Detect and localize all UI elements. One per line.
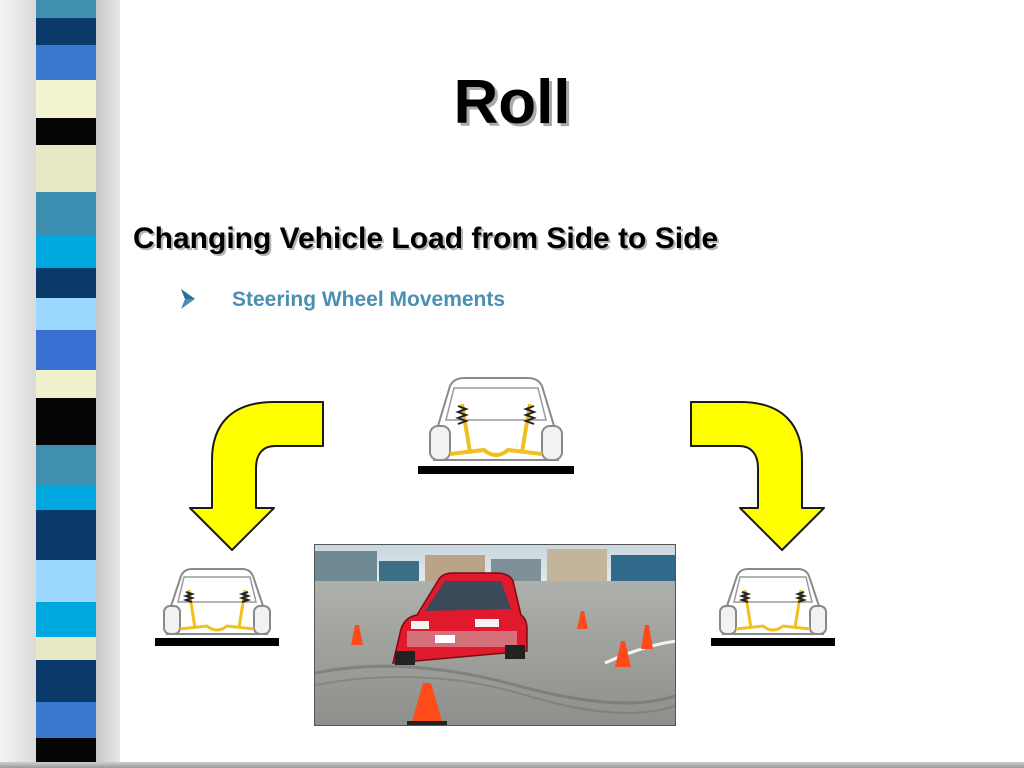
left-decorative-stripe: [36, 0, 96, 768]
car-rear-suspension-icon-left: [155, 568, 279, 646]
red-car-slalom-cones-photo: [314, 544, 676, 726]
curved-arrow-down-left-icon: [189, 401, 324, 551]
car-rear-suspension-icon-right: [711, 568, 835, 646]
arrowhead-bullet-icon: [181, 289, 195, 309]
slide-subtitle: Changing Vehicle Load from Side to Side: [133, 222, 719, 255]
bullet-item-steering: Steering Wheel Movements: [232, 288, 506, 311]
slide-title: Roll: [453, 68, 571, 137]
curved-arrow-down-right-icon: [690, 401, 825, 551]
photo-scene: [315, 545, 675, 725]
bottom-rule: [0, 762, 1024, 768]
car-rear-suspension-icon-top: [418, 377, 574, 474]
